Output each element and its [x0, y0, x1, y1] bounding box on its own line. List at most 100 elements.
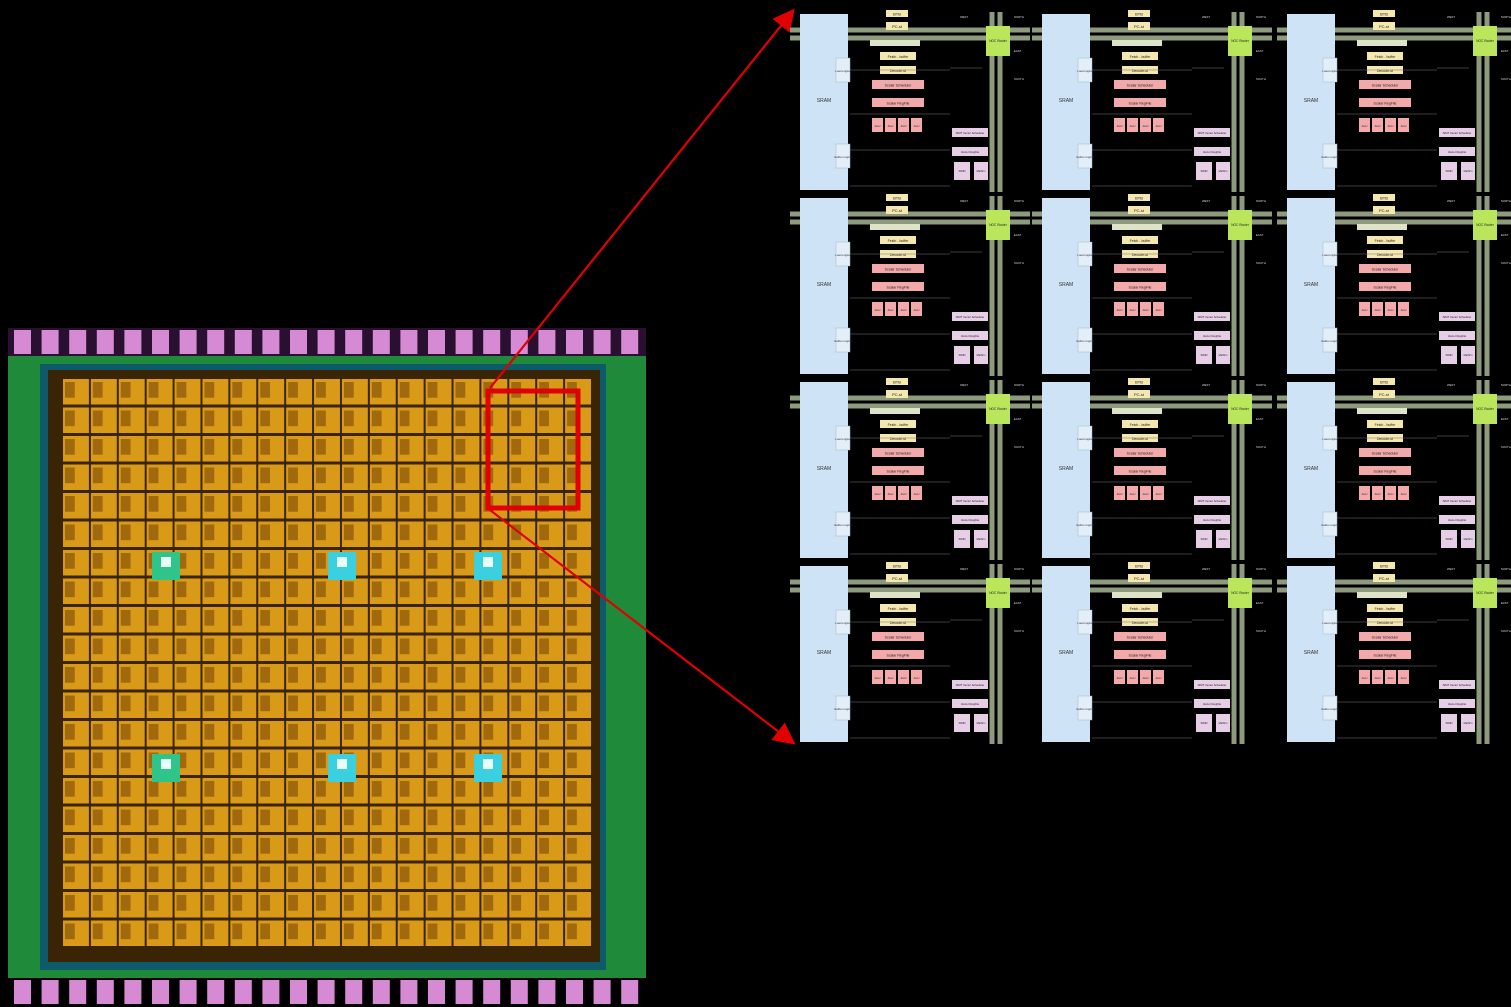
north-label: NORTH — [1256, 199, 1266, 203]
noc-router-label: NOC Router — [1476, 407, 1494, 411]
vector-regfile-label: Vector RegFile — [1203, 702, 1222, 706]
scalar-regfile-label: Scalar RegFile — [1374, 654, 1397, 658]
core-cell-detail — [93, 810, 103, 826]
core-cell-detail — [204, 667, 214, 683]
io-pad — [152, 980, 169, 1004]
vector-regfile-label: Vector RegFile — [1448, 702, 1467, 706]
core-cell-detail — [121, 724, 131, 740]
alu-row: ALUALUALUALU — [1114, 670, 1164, 684]
alu-label: ALU — [1117, 308, 1123, 312]
core-cell-detail — [344, 411, 354, 427]
decode-label: Decode-st — [1132, 69, 1148, 73]
core-cell-detail — [316, 867, 326, 883]
scalar-scheduler-label: Scalar Scheduler — [1372, 268, 1399, 272]
core-cell-detail — [204, 895, 214, 911]
alu-label: ALU — [901, 676, 907, 680]
core-cell-detail — [539, 610, 549, 626]
core-cell-detail — [93, 382, 103, 398]
core-cell-detail — [260, 724, 270, 740]
alu-label: ALU — [1156, 676, 1162, 680]
alu-row: ALUALUALUALU — [872, 486, 922, 500]
core-cell-detail — [121, 895, 131, 911]
btb-label: BTB — [893, 196, 901, 201]
core-cell-detail — [288, 924, 298, 940]
core-cell-detail — [400, 696, 410, 712]
io-pad — [566, 980, 583, 1004]
core-cell-detail — [539, 781, 549, 797]
gather-engine-label: Gather engine — [1076, 155, 1094, 159]
core-cell-detail — [204, 496, 214, 512]
core-cell-detail — [372, 382, 382, 398]
vector-regfile-label: Vector RegFile — [1448, 150, 1467, 154]
core-cell-detail — [288, 439, 298, 455]
btb-label: BTB — [1135, 380, 1143, 385]
west-label: WEST — [1202, 567, 1210, 571]
core-cell-detail — [121, 867, 131, 883]
core-cell-detail — [149, 781, 159, 797]
tile-r3-c2: SRAM Load engine Gather engine BTB PC-st… — [1032, 378, 1272, 560]
core-cell-detail — [372, 781, 382, 797]
alu-label: ALU — [1375, 124, 1381, 128]
io-pad — [428, 330, 445, 354]
core-cell-detail — [232, 781, 242, 797]
scalar-regfile-label: Scalar RegFile — [887, 654, 910, 658]
vector-extra-label: MathFn — [977, 537, 986, 541]
alu-label: ALU — [901, 124, 907, 128]
load-engine-label: Load engine — [1077, 69, 1093, 73]
simd-label: SIMD — [1201, 353, 1208, 357]
core-cell-detail — [260, 895, 270, 911]
core-cell-detail — [483, 696, 493, 712]
south-label: SOUTH — [1501, 445, 1511, 449]
core-cell-detail — [316, 553, 326, 569]
core-cell-detail — [372, 553, 382, 569]
core-cell-detail — [93, 781, 103, 797]
core-cell-detail — [539, 525, 549, 541]
core-cell-detail — [511, 753, 521, 769]
east-label: EAST — [1014, 601, 1022, 605]
decode-label: Decode-st — [1377, 621, 1393, 625]
core-cell-detail — [428, 468, 438, 484]
scalar-scheduler-label: Scalar Scheduler — [1372, 84, 1399, 88]
core-cell-detail — [288, 810, 298, 826]
io-pad — [400, 330, 417, 354]
core-cell-detail — [177, 439, 187, 455]
io-pad — [235, 980, 252, 1004]
core-cell-detail — [121, 753, 131, 769]
tile-r2-c3: SRAM Load engine Gather engine BTB PC-st… — [1277, 194, 1511, 376]
west-label: WEST — [960, 15, 968, 19]
north-label: NORTH — [1501, 199, 1511, 203]
special-tile-center — [483, 759, 493, 769]
core-cell-detail — [65, 667, 75, 683]
core-cell-detail — [567, 867, 577, 883]
vector-scheduler-label: SIMT Vector Scheduler — [1198, 499, 1227, 503]
core-cell-detail — [204, 468, 214, 484]
simd-label: SIMD — [1446, 169, 1453, 173]
core-cell-detail — [567, 468, 577, 484]
scalar-regfile-label: Scalar RegFile — [887, 102, 910, 106]
io-pad — [180, 980, 197, 1004]
core-cell-detail — [456, 496, 466, 512]
core-cell-detail — [511, 810, 521, 826]
core-cell-detail — [372, 667, 382, 683]
core-cell-detail — [344, 924, 354, 940]
alu-label: ALU — [1143, 492, 1149, 496]
core-cell-detail — [428, 724, 438, 740]
north-label: NORTH — [1014, 383, 1024, 387]
core-cell-detail — [288, 496, 298, 512]
core-cell-detail — [65, 439, 75, 455]
core-cell-detail — [372, 525, 382, 541]
west-label: WEST — [960, 383, 968, 387]
vector-extra-label: MathFn — [1219, 353, 1228, 357]
io-pad — [124, 980, 141, 1004]
vector-regfile-label: Vector RegFile — [1203, 334, 1222, 338]
core-cell-detail — [260, 582, 270, 598]
core-cell-detail — [428, 867, 438, 883]
core-cell-detail — [177, 468, 187, 484]
core-cell-detail — [567, 411, 577, 427]
core-cell-detail — [567, 667, 577, 683]
core-cell-detail — [204, 781, 214, 797]
tile-r1-c3: SRAM Load engine Gather engine BTB PC-st… — [1277, 10, 1511, 192]
core-cell-detail — [567, 553, 577, 569]
core-cell-detail — [400, 667, 410, 683]
core-cell-detail — [204, 867, 214, 883]
